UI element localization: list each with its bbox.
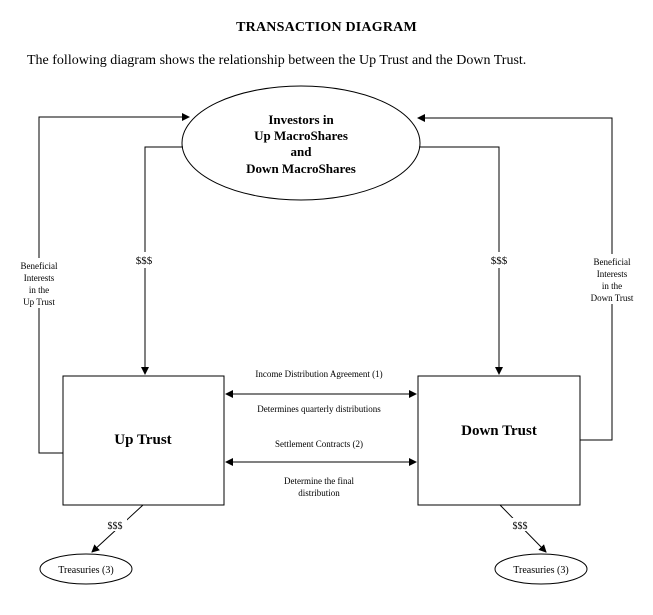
left-beneficial-line-1: Beneficial bbox=[21, 261, 58, 271]
left-beneficial-line-3: in the bbox=[29, 285, 49, 295]
investors-line-4: Down MacroShares bbox=[246, 161, 356, 176]
left-money-label-bg bbox=[130, 252, 160, 268]
right-beneficial-bg bbox=[584, 254, 640, 304]
left-money-arrow bbox=[141, 146, 183, 375]
investors-line-1: Investors in bbox=[268, 112, 334, 127]
down-trust-label: Down Trust bbox=[461, 423, 537, 439]
treasuries-right-label: Treasuries (3) bbox=[513, 565, 568, 576]
income-agreement-label: Income Distribution Agreement (1) bbox=[255, 369, 382, 379]
treasuries-left-label: Treasuries (3) bbox=[58, 565, 113, 576]
right-beneficial-line-3: in the bbox=[602, 281, 622, 291]
left-beneficial-line-4: Up Trust bbox=[23, 297, 55, 307]
left-bottom-money-label: $$$ bbox=[108, 521, 123, 532]
settlement-label: Settlement Contracts (2) bbox=[275, 439, 363, 449]
right-money-label: $$$ bbox=[491, 255, 508, 267]
up-trust-node bbox=[62, 375, 225, 506]
right-money-arrow bbox=[419, 146, 503, 375]
investors-line-3: and bbox=[291, 144, 313, 159]
down-trust-node bbox=[417, 375, 581, 506]
page-title: TRANSACTION DIAGRAM bbox=[236, 20, 417, 35]
quarterly-label: Determines quarterly distributions bbox=[257, 404, 381, 414]
left-beneficial-line-2: Interests bbox=[24, 273, 55, 283]
treasuries-right-node bbox=[494, 553, 588, 585]
treasuries-left-node bbox=[39, 553, 133, 585]
left-bottom-money-bg bbox=[103, 518, 127, 531]
right-beneficial-line-4: Down Trust bbox=[591, 293, 634, 303]
left-beneficial-bg bbox=[16, 258, 62, 308]
final-distribution-line-2: distribution bbox=[298, 488, 340, 498]
investors-line-2: Up MacroShares bbox=[254, 128, 348, 143]
right-money-label-bg bbox=[485, 252, 515, 268]
right-bottom-money-bg bbox=[508, 518, 532, 531]
right-beneficial-line-2: Interests bbox=[597, 269, 628, 279]
left-money-label: $$$ bbox=[136, 255, 153, 267]
final-distribution-line-1: Determine the final bbox=[284, 476, 354, 486]
investors-node bbox=[181, 85, 421, 201]
right-bottom-money-label: $$$ bbox=[513, 521, 528, 532]
right-beneficial-line-1: Beneficial bbox=[594, 257, 631, 267]
up-trust-label: Up Trust bbox=[114, 432, 171, 448]
intro-text: The following diagram shows the relation… bbox=[27, 53, 527, 68]
